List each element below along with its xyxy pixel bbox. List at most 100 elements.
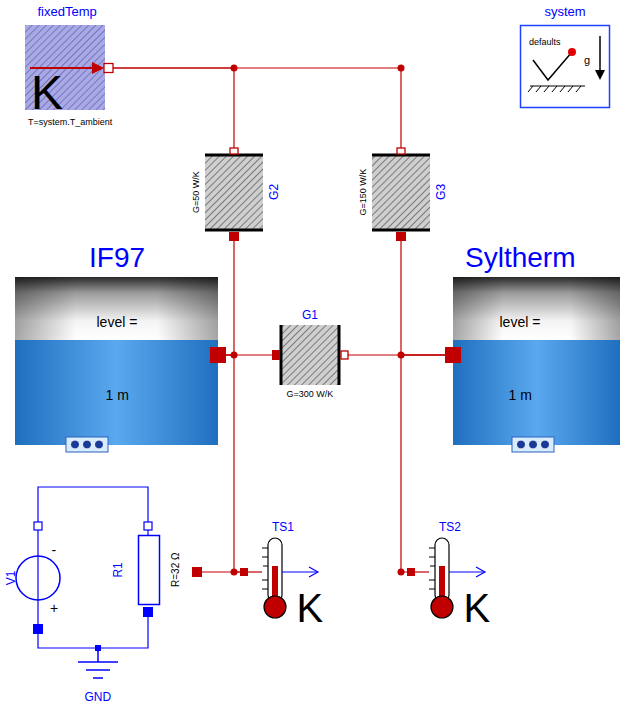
thermal-conductor-icon [397, 148, 405, 154]
ground-icon [78, 661, 118, 663]
component-name: TS1 [272, 521, 294, 535]
thermal-conductor-icon [281, 325, 339, 385]
thermal-conductor-icon [341, 351, 348, 359]
tank-icon [66, 437, 108, 452]
thermometer-icon [476, 567, 485, 577]
system-icon [533, 52, 572, 80]
component-name: R1 [111, 562, 125, 577]
tank-icon [453, 277, 620, 340]
temperature-sensor: TS1K [240, 535, 325, 625]
system-icon [521, 26, 610, 108]
system-block: systemdefaultsg [520, 25, 610, 108]
ground: GND [78, 652, 118, 682]
thermal-conductor-icon [272, 350, 280, 360]
thermal-conductor: G1G=300 W/K [272, 325, 348, 385]
heat-connection [113, 68, 401, 148]
tank-icon [210, 347, 226, 363]
voltage-source-icon [33, 624, 43, 634]
resistor-icon [147, 530, 148, 535]
thermometer-icon [248, 571, 262, 572]
tank: Sylthermlevel =1 m [445, 277, 620, 445]
component-name: G1 [302, 309, 318, 323]
tank-icon [15, 277, 218, 340]
resistor-icon [143, 607, 153, 617]
polarity-sign: + [50, 600, 58, 616]
tank-icon [541, 440, 550, 449]
component-name: V1 [5, 571, 19, 586]
heat-connection [401, 355, 445, 572]
thermometer-icon [264, 596, 286, 618]
thermometer-icon [429, 548, 435, 589]
thermal-conductor-icon [338, 325, 341, 385]
system-icon [521, 26, 610, 108]
fixed-temperature-icon [92, 62, 104, 74]
heat-connection [202, 571, 240, 572]
electric-wire [98, 617, 148, 652]
thermometer-icon [262, 548, 268, 589]
ground-icon [78, 652, 118, 678]
component-name: Syltherm [465, 242, 575, 274]
thermal-conductor-icon [230, 148, 238, 154]
parameter-label: G=300 W/K [287, 389, 334, 399]
resistor-icon [139, 536, 160, 605]
thermal-conductor-icon [205, 148, 263, 241]
thermal-conductor-icon [372, 229, 430, 232]
unit-symbol: K [31, 65, 63, 120]
voltage-source: V1-+ [16, 522, 60, 634]
level-label: level = [97, 314, 138, 330]
voltage-source-icon [37, 600, 38, 624]
thermal-conductor-icon [205, 155, 263, 230]
component-name: TS2 [439, 521, 461, 535]
electric-wire [38, 487, 148, 522]
thermometer-icon [309, 567, 318, 577]
level-value: 1 m [106, 387, 129, 403]
ground-icon [97, 652, 99, 662]
tank-icon [453, 277, 620, 340]
system-icon [599, 36, 601, 72]
thermometer-icon [431, 596, 453, 618]
level-value: 1 m [509, 387, 532, 403]
icon-label: defaults [529, 37, 561, 47]
thermal-conductor-icon [372, 148, 430, 241]
tank-icon [453, 340, 620, 445]
electric-wire [38, 634, 98, 652]
system-icon [595, 70, 605, 80]
tank-icon [517, 440, 526, 449]
thermal-conductor-icon [229, 232, 239, 241]
tank-icon [445, 277, 620, 452]
thermometer-icon [282, 571, 317, 572]
tank-icon [529, 440, 538, 449]
ground-icon [86, 669, 110, 671]
thermometer-icon [240, 568, 248, 576]
junction-dot [95, 65, 405, 652]
component-name: IF97 [89, 242, 145, 274]
voltage-source-icon [16, 556, 60, 600]
parameter-label: G=150 W/K [358, 169, 368, 216]
ground-icon [93, 677, 103, 679]
voltage-source-icon [16, 522, 60, 634]
resistor: R1R=32 Ω [138, 522, 202, 617]
heat-connection [113, 68, 234, 148]
component-name: system [545, 5, 586, 20]
tank-icon [445, 347, 461, 363]
parameter-label: T=system.T_ambient [28, 117, 112, 127]
heat-connection [226, 355, 240, 572]
resistor-icon [139, 522, 203, 617]
thermal-conductor: G3G=150 W/K [372, 148, 430, 241]
polarity-sign: - [52, 542, 57, 558]
system-icon [530, 85, 585, 86]
unit-symbol: K [297, 585, 324, 631]
parameter-label: R=32 Ω [170, 553, 182, 587]
thermal-conductor: G2G=50 W/K [205, 148, 263, 241]
voltage-source-icon [34, 522, 42, 530]
component-name: GND [85, 691, 112, 705]
tank-icon [71, 440, 80, 449]
resistor-icon [144, 522, 152, 530]
thermometer-icon [449, 571, 484, 572]
system-icon [528, 86, 581, 92]
icon-label: g [584, 54, 590, 67]
level-label: level = [500, 314, 541, 330]
component-name: G2 [268, 184, 282, 200]
heat-connection [226, 241, 234, 355]
component-name: G3 [435, 184, 449, 200]
